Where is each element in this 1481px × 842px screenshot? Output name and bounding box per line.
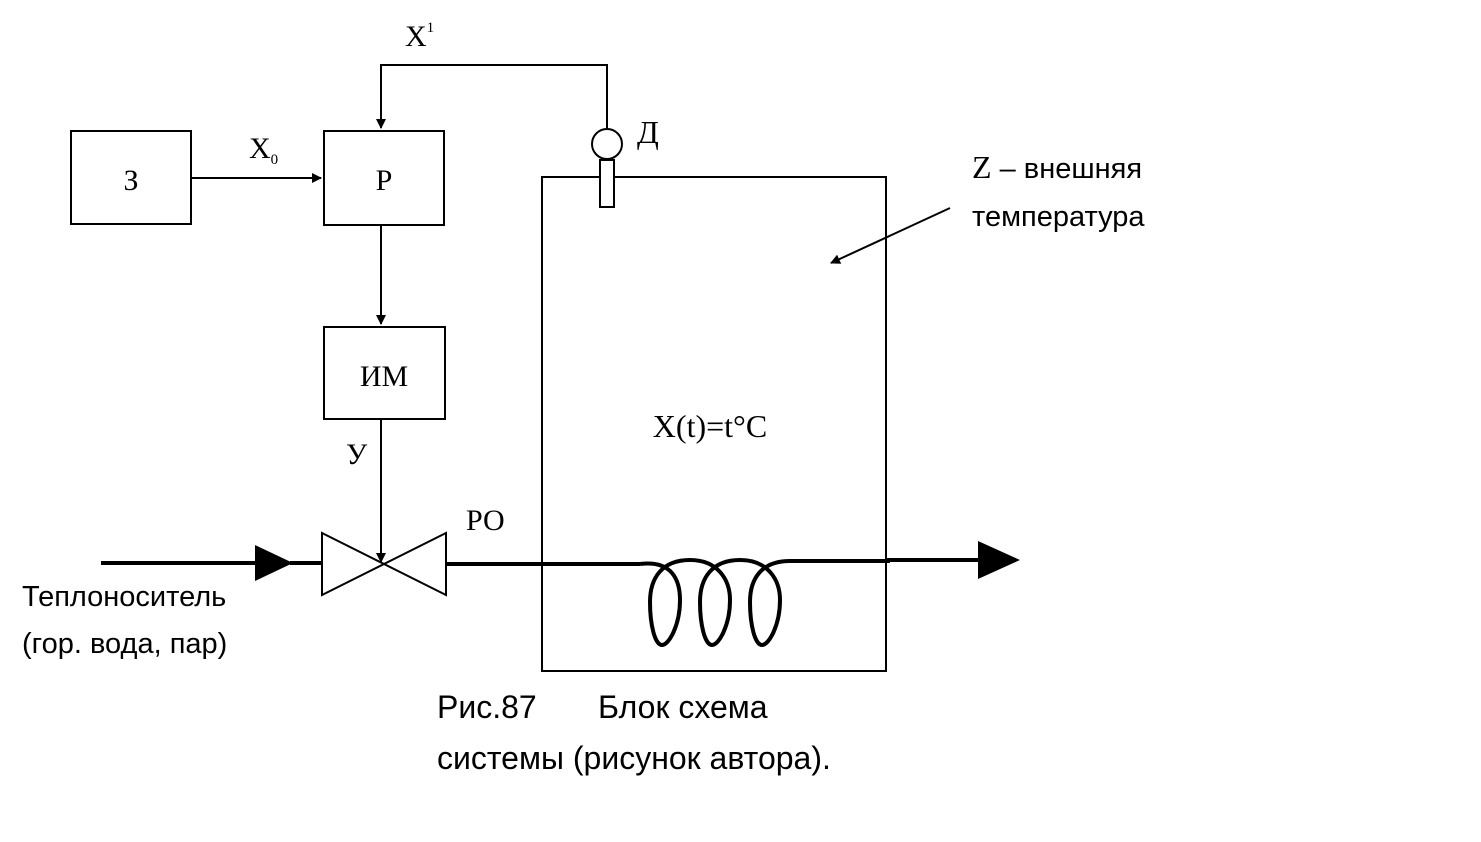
feedback-line [376,64,608,129]
coolant-label-line1: Теплоноситель [22,581,226,613]
process-tank [541,176,887,672]
outlet-arrowhead [978,541,1020,579]
process-value-label: X(t)=t°C [653,408,767,444]
coolant-label-line2: (гор. вода, пар) [22,628,227,660]
setter-block [70,130,192,225]
setter-block-label: З [123,164,138,197]
setpoint-signal-label: X0 [249,132,278,168]
feedback-signal-label: X1 [405,20,434,53]
actuator-block-label: ИМ [360,360,408,393]
sensor-head [591,128,623,160]
heating-coil [639,557,890,648]
caption-line2: системы (рисунок автора). [437,740,831,776]
regulator-block [323,130,445,226]
external-temperature-label-line2: температура [972,201,1145,233]
valve-label: РО [466,504,505,537]
control-signal-label: У [346,438,368,471]
external-temperature-label-line1: Z – внешняя [972,149,1142,185]
external-temperature-arrow [830,207,951,264]
actuator-block [323,326,446,420]
caption-title: Блок схема [598,689,768,725]
sensor-probe [599,159,615,208]
sensor-label: Д [637,114,659,150]
regulating-valve [321,531,447,597]
coolant-inlet-arrowhead [255,545,293,581]
caption-figure-number: Рис.87 [437,689,537,725]
regulator-block-label: Р [376,164,393,197]
